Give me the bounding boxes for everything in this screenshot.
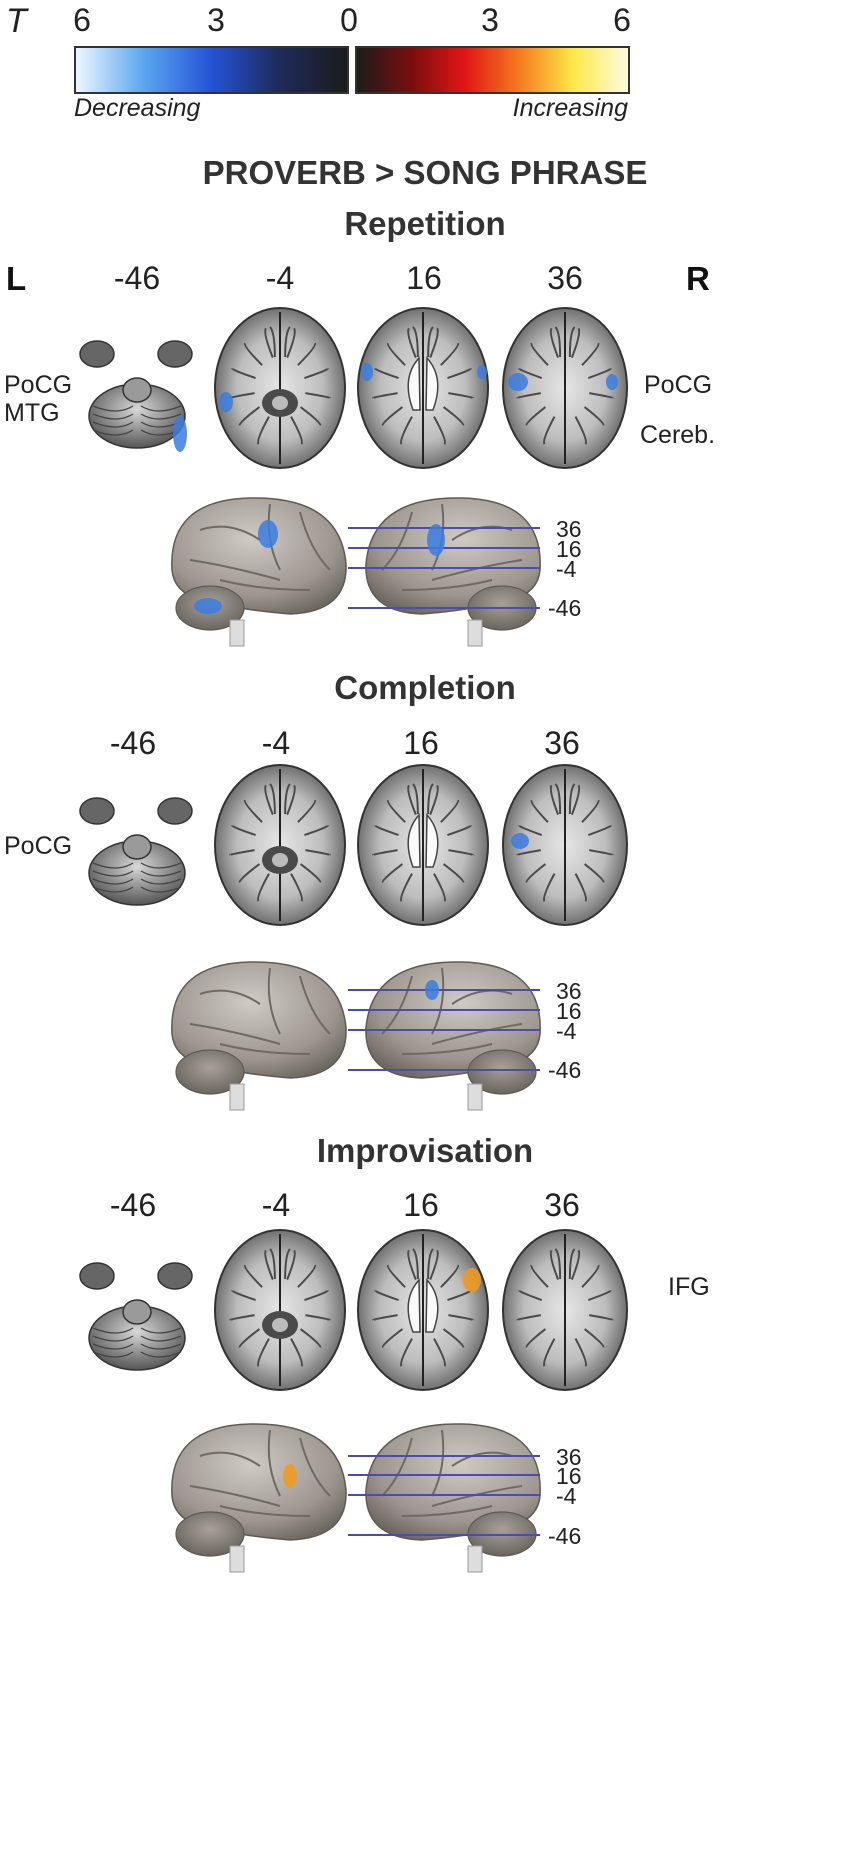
- axial-slice: [357, 1229, 489, 1391]
- axial-slice: [357, 764, 489, 926]
- level-label: 36: [556, 1444, 582, 1470]
- section-title-completion: Completion: [334, 669, 516, 706]
- axial-slice: [214, 764, 346, 926]
- axial-slice: [357, 307, 489, 469]
- level-label: -4: [556, 1483, 577, 1509]
- activation-blob: [283, 1464, 297, 1488]
- right-hemisphere-surface: [365, 961, 541, 1111]
- activation-blob: [606, 374, 618, 390]
- left-hemisphere-surface: [171, 497, 347, 647]
- activation-blob: [258, 520, 278, 548]
- slice-label: 36: [544, 1187, 580, 1223]
- colorbar-tick: 0: [340, 2, 358, 38]
- right-hemisphere-surface: [365, 497, 541, 647]
- right-hemisphere-surface: [365, 1423, 541, 1573]
- level-label: 16: [556, 1463, 582, 1489]
- level-label: -4: [556, 556, 577, 582]
- right-hemisphere-label: R: [686, 260, 710, 297]
- left-region-label: PoCG: [4, 371, 73, 399]
- slice-label: 36: [544, 725, 580, 761]
- right-region-label: PoCG: [644, 371, 713, 399]
- left-hemisphere-label: L: [6, 260, 27, 297]
- axial-slice: [502, 307, 628, 469]
- axial-slice: [214, 1229, 346, 1391]
- slice-label: -4: [261, 1187, 291, 1223]
- axial-slice: [214, 307, 346, 469]
- slice-label: -46: [109, 725, 157, 761]
- level-label: 36: [556, 978, 582, 1004]
- colorbar-tick: 3: [207, 2, 225, 38]
- level-label: -46: [548, 1057, 582, 1083]
- section-title-repetition: Repetition: [344, 205, 506, 242]
- axial-slice: [502, 1229, 628, 1391]
- activation-blob: [508, 373, 528, 391]
- axial-slice: [502, 764, 628, 926]
- increasing-colorbar: [355, 46, 630, 94]
- section-title-improvisation: Improvisation: [316, 1132, 534, 1169]
- level-label: -4: [556, 1018, 577, 1044]
- left-hemisphere-surface: [171, 961, 347, 1111]
- colorbar-tick: 6: [73, 2, 91, 38]
- figure-title: PROVERB > SONG PHRASE: [202, 154, 648, 191]
- activation-blob: [427, 524, 445, 556]
- slice-label: 36: [547, 260, 583, 296]
- activation-blob: [173, 416, 187, 452]
- t-statistic-label: T: [6, 2, 27, 40]
- right-region-label: Cereb.: [640, 421, 716, 449]
- decreasing-caption: Decreasing: [74, 94, 201, 122]
- increasing-caption: Increasing: [512, 94, 628, 122]
- left-hemisphere-surface: [171, 1423, 347, 1573]
- left-region-label: MTG: [4, 399, 60, 427]
- slice-label: 16: [403, 1187, 439, 1223]
- level-label: 16: [556, 998, 582, 1024]
- level-label: 36: [556, 516, 582, 542]
- slice-label: -4: [261, 725, 291, 761]
- activation-blob: [511, 833, 529, 849]
- activation-blob: [477, 365, 487, 379]
- cerebellum-slice: [79, 1262, 193, 1371]
- slice-label: 16: [406, 260, 442, 296]
- left-region-label: PoCG: [4, 832, 73, 860]
- activation-blob: [194, 598, 222, 614]
- slice-label: 16: [403, 725, 439, 761]
- level-label: -46: [548, 595, 582, 621]
- slice-label: -46: [109, 1187, 157, 1223]
- cerebellum-slice: [79, 797, 193, 906]
- activation-blob: [361, 363, 373, 381]
- activation-blob: [425, 980, 439, 1000]
- cerebellum-slice: [79, 340, 193, 449]
- activation-blob: [463, 1268, 481, 1292]
- decreasing-colorbar: [74, 46, 349, 94]
- level-label: 16: [556, 536, 582, 562]
- colorbar-tick: 3: [481, 2, 499, 38]
- slice-label: -4: [265, 260, 295, 296]
- colorbar-tick: 6: [613, 2, 631, 38]
- slice-label: -46: [113, 260, 161, 296]
- activation-blob: [219, 392, 233, 412]
- right-region-label: IFG: [668, 1273, 710, 1301]
- level-label: -46: [548, 1523, 582, 1549]
